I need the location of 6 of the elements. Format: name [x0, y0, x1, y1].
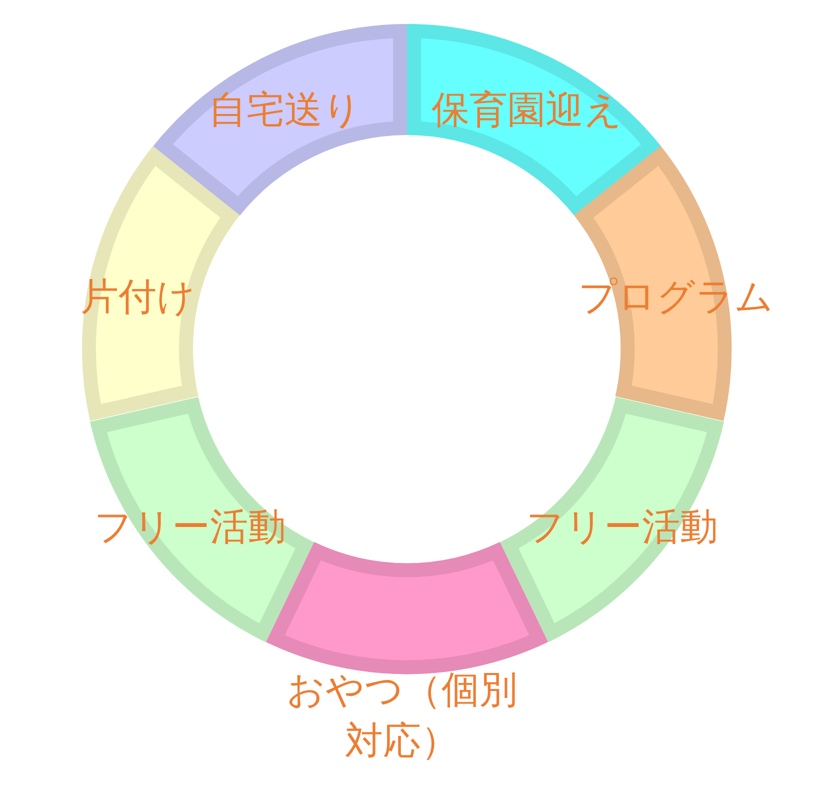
segment-label: 片付け [80, 273, 196, 320]
segment-label: おやつ（個別対応） [285, 666, 518, 765]
segment-label: フリー活動 [94, 503, 286, 550]
segment-label: フリー活動 [526, 503, 718, 550]
segment-label: 保育園迎え [432, 86, 622, 134]
segment-label: 自宅送り [208, 86, 362, 134]
